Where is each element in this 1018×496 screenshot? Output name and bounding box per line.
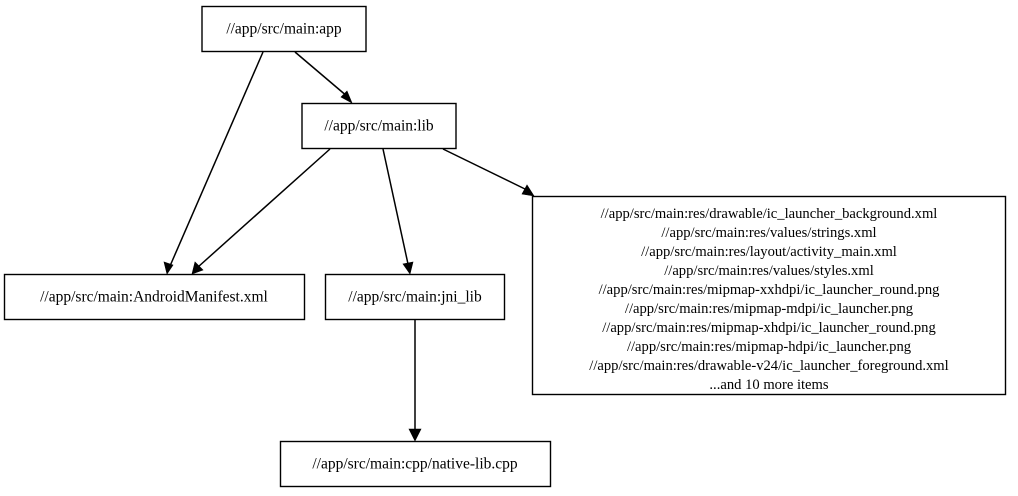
node-box[interactable] [531, 195, 1007, 396]
node-jni-lib[interactable]: //app/src/main:jni_lib [324, 273, 506, 321]
node-box[interactable] [301, 102, 457, 150]
node-label: //app/src/main:jni_lib [348, 289, 482, 306]
node-label: //app/src/main:AndroidManifest.xml [40, 289, 268, 306]
res-line: //app/src/main:res/mipmap-mdpi/ic_launch… [625, 301, 914, 317]
arrow-head-icon [408, 428, 422, 442]
edge-app-to-manifest [163, 51, 264, 275]
edge-line [169, 51, 264, 267]
edge-lib-to-res [442, 148, 535, 197]
node-label: //app/src/main:app [226, 21, 342, 38]
res-line: //app/src/main:res/layout/activity_main.… [641, 244, 897, 260]
node-box[interactable] [201, 5, 367, 53]
edge-app-to-lib [294, 51, 353, 104]
node-box[interactable] [3, 273, 306, 321]
res-line-more-items: ...and 10 more items [709, 377, 828, 393]
node-android-manifest[interactable]: //app/src/main:AndroidManifest.xml [3, 273, 306, 321]
node-label: //app/src/main:cpp/native-lib.cpp [312, 456, 518, 473]
res-line: //app/src/main:res/mipmap-xhdpi/ic_launc… [602, 320, 936, 336]
arrow-head-icon [191, 261, 204, 275]
node-app[interactable]: //app/src/main:app [201, 5, 367, 53]
node-box[interactable] [279, 440, 552, 488]
edge-line [442, 148, 528, 191]
edge-line [197, 148, 331, 268]
edge-lib-to-jni-lib [382, 148, 414, 275]
res-line: //app/src/main:res/mipmap-hdpi/ic_launch… [627, 339, 912, 355]
node-label: //app/src/main:lib [324, 118, 434, 135]
arrow-head-icon [340, 90, 353, 104]
arrow-head-icon [163, 261, 174, 275]
edge-line [294, 51, 349, 98]
node-lib[interactable]: //app/src/main:lib [301, 102, 457, 150]
node-native-lib-cpp[interactable]: //app/src/main:cpp/native-lib.cpp [279, 440, 552, 488]
res-line: //app/src/main:res/drawable-v24/ic_launc… [589, 358, 948, 374]
node-res-files[interactable]: //app/src/main:res/drawable/ic_launcher_… [531, 195, 1007, 396]
res-line: //app/src/main:res/mipmap-xxhdpi/ic_laun… [599, 282, 941, 298]
res-line: //app/src/main:res/drawable/ic_launcher_… [601, 206, 938, 222]
edge-line [382, 148, 409, 265]
arrow-head-icon [521, 184, 535, 197]
res-line: //app/src/main:res/values/strings.xml [661, 225, 876, 241]
node-box[interactable] [324, 273, 506, 321]
arrow-head-icon [402, 261, 414, 275]
edge-lib-to-manifest [191, 148, 331, 275]
res-line: //app/src/main:res/values/styles.xml [664, 263, 874, 279]
edge-jni-lib-to-cpp [408, 318, 422, 442]
